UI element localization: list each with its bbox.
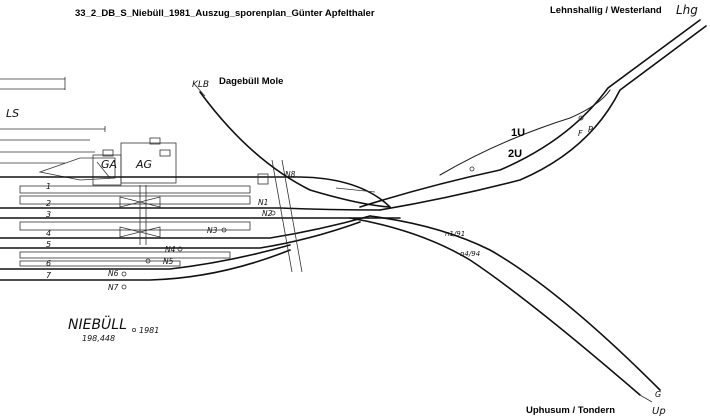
route-n1-91: n1/91 bbox=[445, 230, 465, 238]
road-bridge bbox=[271, 159, 303, 273]
tondern-lines bbox=[349, 215, 661, 403]
signal-box bbox=[257, 173, 269, 185]
station-name: NIEBÜLL bbox=[68, 315, 127, 333]
dagebuell-arrow bbox=[195, 85, 206, 97]
route-p: P bbox=[588, 125, 593, 134]
westerland-lines bbox=[335, 19, 707, 211]
station-year: 1981 bbox=[139, 326, 159, 335]
signal-n3: N3 bbox=[207, 226, 218, 235]
signal-n2: N2 bbox=[262, 209, 273, 218]
route-f: F bbox=[578, 129, 583, 138]
up-abbrev: Up bbox=[652, 406, 666, 417]
signal-n1: N1 bbox=[258, 198, 268, 207]
year-marker-icon bbox=[131, 327, 136, 332]
track-label-2: 2 bbox=[46, 199, 51, 208]
goods-shed bbox=[38, 137, 177, 186]
track-label-5: 5 bbox=[46, 240, 51, 249]
signal-n8: N8 bbox=[285, 170, 296, 179]
track-label-6: 6 bbox=[46, 259, 51, 268]
ls-label: LS bbox=[6, 107, 19, 120]
klb-abbrev: KLB bbox=[192, 80, 209, 90]
route-n4-94: n4/94 bbox=[460, 250, 480, 258]
signal-n7: N7 bbox=[108, 283, 119, 292]
signal-n4: N4 bbox=[165, 245, 176, 254]
lhg-abbrev: Lhg bbox=[676, 3, 698, 17]
uphusum-label: Uphusum / Tondern bbox=[526, 405, 615, 416]
track-label-1: 1 bbox=[46, 182, 51, 191]
ag-label: AG bbox=[135, 158, 152, 171]
route-1u: 1U bbox=[511, 127, 525, 139]
dagebuell-label: Dagebüll Mole bbox=[219, 76, 283, 87]
track-label-4: 4 bbox=[46, 229, 51, 238]
signal-marks bbox=[121, 115, 584, 290]
route-g: G bbox=[655, 390, 661, 399]
station-km: 198,448 bbox=[82, 334, 115, 343]
lehnshallig-label: Lehnshallig / Westerland bbox=[550, 5, 662, 16]
signal-n6: N6 bbox=[108, 269, 119, 278]
track-label-7: 7 bbox=[46, 271, 52, 280]
signal-n5: N5 bbox=[163, 257, 174, 266]
track-label-3: 3 bbox=[46, 210, 51, 219]
ga-label: GA bbox=[101, 158, 117, 171]
station-tracks bbox=[0, 176, 401, 281]
diagram-title: 33_2_DB_S_Niebüll_1981_Auszug_sporenplan… bbox=[75, 8, 375, 19]
dagebuell-branch bbox=[199, 91, 391, 208]
route-2u: 2U bbox=[508, 148, 522, 160]
stub-sidings bbox=[0, 77, 106, 164]
